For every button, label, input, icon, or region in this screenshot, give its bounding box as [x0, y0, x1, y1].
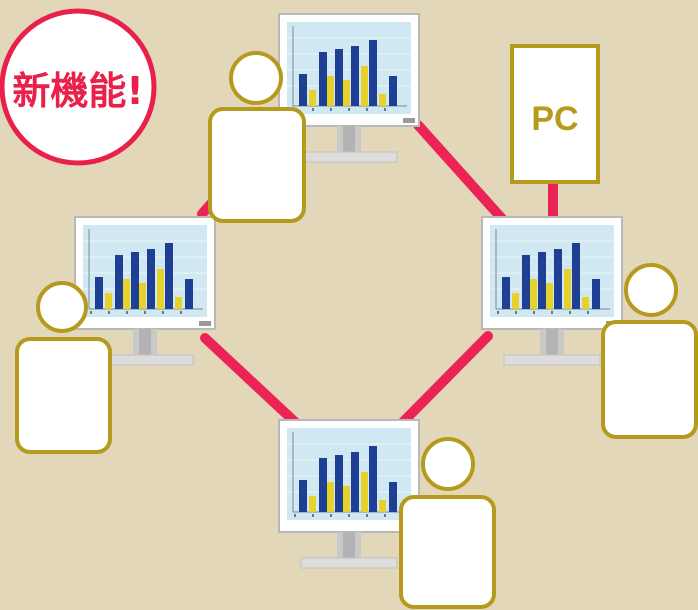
monitor-icon [278, 419, 420, 569]
badge-label: 新機能! [12, 69, 143, 113]
person-icon [399, 437, 496, 609]
person-icon [208, 51, 306, 223]
pc-label: PC [531, 100, 578, 138]
person-icon [601, 263, 698, 439]
person-icon [15, 281, 112, 454]
link-right-bottom [398, 331, 493, 427]
pc-box: PC [510, 44, 600, 184]
link-left-bottom [200, 333, 300, 427]
new-feature-badge: 新機能! [0, 8, 157, 166]
link-top-right [413, 120, 510, 227]
